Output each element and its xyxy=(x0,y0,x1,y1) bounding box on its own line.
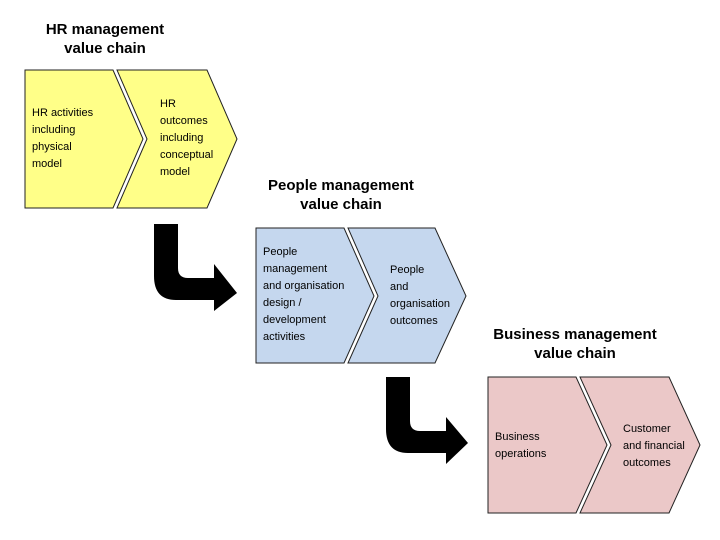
label-line: People xyxy=(263,246,298,258)
label-line: conceptual xyxy=(160,149,214,161)
label-line: including xyxy=(32,124,76,136)
label-line: operations xyxy=(495,448,547,460)
hr-step-2-chevron xyxy=(116,69,238,209)
hr-step-1-label: HR activities including physical model xyxy=(32,105,122,173)
business-step-1-label: Business operations xyxy=(495,429,575,463)
business-step-1-chevron xyxy=(487,376,608,514)
hr-chain-title: HR management value chain xyxy=(20,20,190,58)
hr-step-2-label: HR outcomes including conceptual model xyxy=(160,96,232,181)
curved-arrow-icon xyxy=(386,377,468,464)
people-step-1-label: People management and organisation desig… xyxy=(263,244,358,346)
label-line: including xyxy=(160,132,204,144)
business-step-2-chevron xyxy=(579,376,701,514)
label-line: model xyxy=(32,158,62,170)
people-step-1-chevron xyxy=(255,227,375,364)
business-step-2-label: Customer and financial outcomes xyxy=(623,421,693,472)
label-line: Business xyxy=(495,431,540,443)
label-line: and organisation xyxy=(263,280,345,292)
hr-chain-title-line-2: value chain xyxy=(64,40,146,57)
label-line: model xyxy=(160,166,190,178)
label-line: organisation xyxy=(390,298,450,310)
business-chain-title: Business management value chain xyxy=(480,325,670,363)
people-step-2-label: People and organisation outcomes xyxy=(390,262,460,330)
label-line: People xyxy=(390,264,425,276)
label-line: HR xyxy=(160,98,176,110)
people-chain-title-line-2: value chain xyxy=(300,196,382,213)
hr-step-1-chevron xyxy=(24,69,144,209)
hr-chain-title-line-1: HR management xyxy=(45,21,165,38)
label-line: outcomes xyxy=(623,457,671,469)
business-chain-title-line-2: value chain xyxy=(534,345,616,362)
curved-arrow-icon xyxy=(154,224,237,311)
label-line: development xyxy=(263,314,326,326)
people-chain-title-line-1: People management xyxy=(268,177,414,194)
label-line: design / xyxy=(263,297,302,309)
label-line: outcomes xyxy=(390,315,438,327)
label-line: and financial xyxy=(623,440,685,452)
label-line: HR activities xyxy=(32,107,94,119)
label-line: activities xyxy=(263,331,306,343)
label-line: Customer xyxy=(623,423,671,435)
label-line: outcomes xyxy=(160,115,208,127)
label-line: physical xyxy=(32,141,72,153)
people-chain-title: People management value chain xyxy=(255,176,427,214)
label-line: management xyxy=(263,263,328,275)
people-step-2-chevron xyxy=(347,227,467,364)
business-chain-title-line-1: Business management xyxy=(493,326,657,343)
label-line: and xyxy=(390,281,409,293)
